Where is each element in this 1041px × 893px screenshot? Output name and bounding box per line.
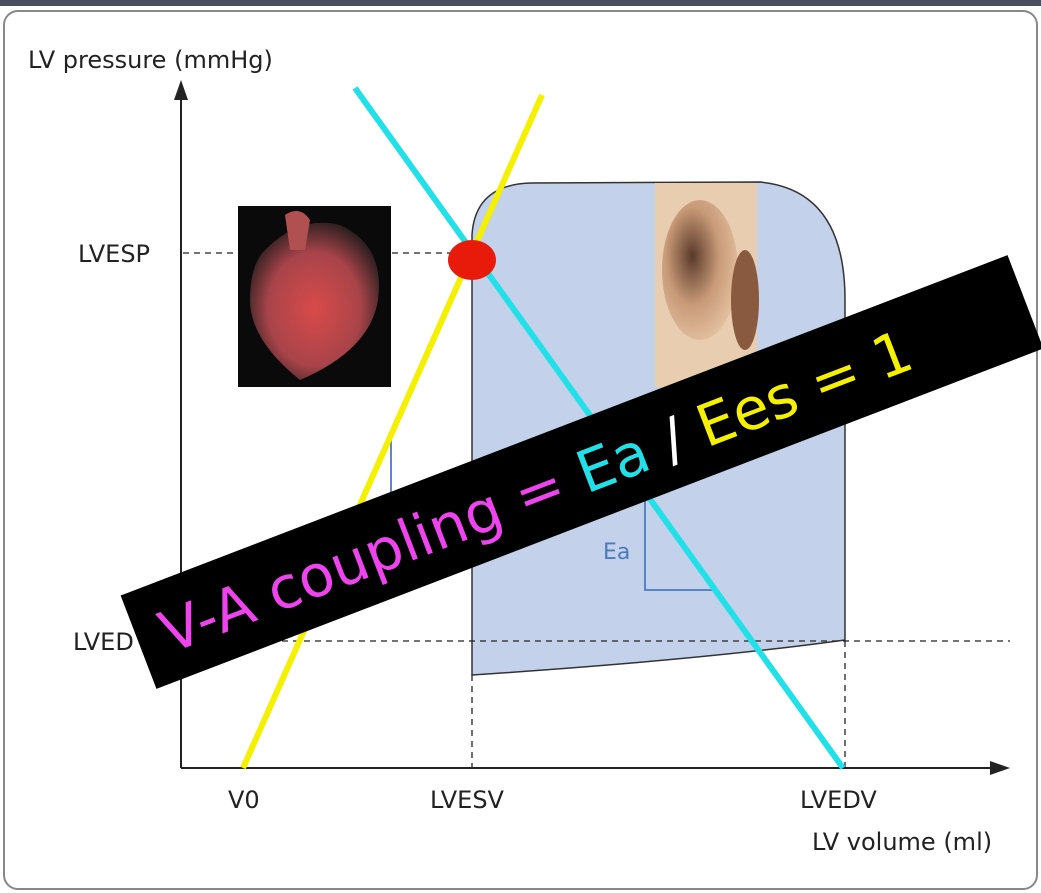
y-tick-lved: LVED (73, 628, 134, 656)
y-axis-arrow-icon (174, 80, 188, 100)
end-systolic-point (448, 240, 496, 280)
x-axis-arrow-icon (990, 761, 1010, 775)
y-axis-title: LV pressure (mmHg) (28, 46, 273, 74)
ea-label: Ea (603, 540, 630, 565)
x-axis-title: LV volume (ml) (812, 828, 992, 856)
ea-triangle (644, 500, 715, 591)
top-bar (0, 0, 1041, 6)
y-tick-lvesp: LVESP (78, 240, 150, 268)
ees-line (240, 93, 545, 770)
x-tick-lvesv: LVESV (430, 786, 505, 814)
heart-valve-image (655, 183, 759, 387)
heart-image (238, 206, 391, 387)
x-tick-v0: V0 (228, 786, 260, 814)
x-tick-lvedv: LVEDV (800, 786, 877, 814)
